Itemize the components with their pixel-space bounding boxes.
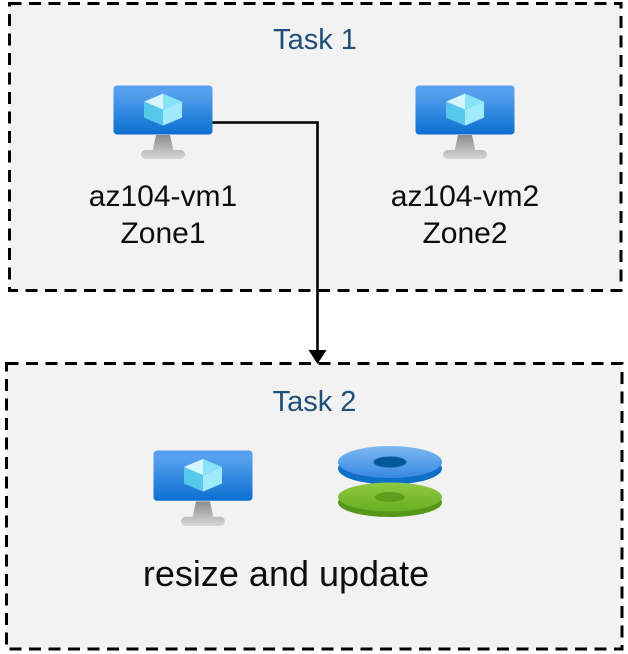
vm1-label: az104-vm1 Zone1 xyxy=(89,178,237,252)
task2-box xyxy=(5,362,624,651)
vm1-zone: Zone1 xyxy=(120,217,206,250)
virtual-machine-icon xyxy=(113,85,213,159)
virtual-machine-icon xyxy=(153,450,253,526)
vm1-name: az104-vm1 xyxy=(88,180,238,213)
vm2-label: az104-vm2 Zone2 xyxy=(391,178,539,252)
task1-title: Task 1 xyxy=(273,24,357,56)
task2-caption: resize and update xyxy=(142,553,430,594)
vm2-group: az104-vm2 Zone2 xyxy=(365,85,565,252)
arrowhead-icon xyxy=(308,350,327,364)
task1-box xyxy=(8,2,623,292)
vm1-group: az104-vm1 Zone1 xyxy=(63,85,263,252)
managed-disks-icon xyxy=(338,446,442,517)
vm1-to-task2-arrow xyxy=(210,121,327,364)
task2-title: Task 2 xyxy=(272,386,357,418)
virtual-machine-icon xyxy=(415,85,515,159)
vm2-zone: Zone2 xyxy=(422,217,508,250)
vm2-name: az104-vm2 xyxy=(390,180,540,213)
